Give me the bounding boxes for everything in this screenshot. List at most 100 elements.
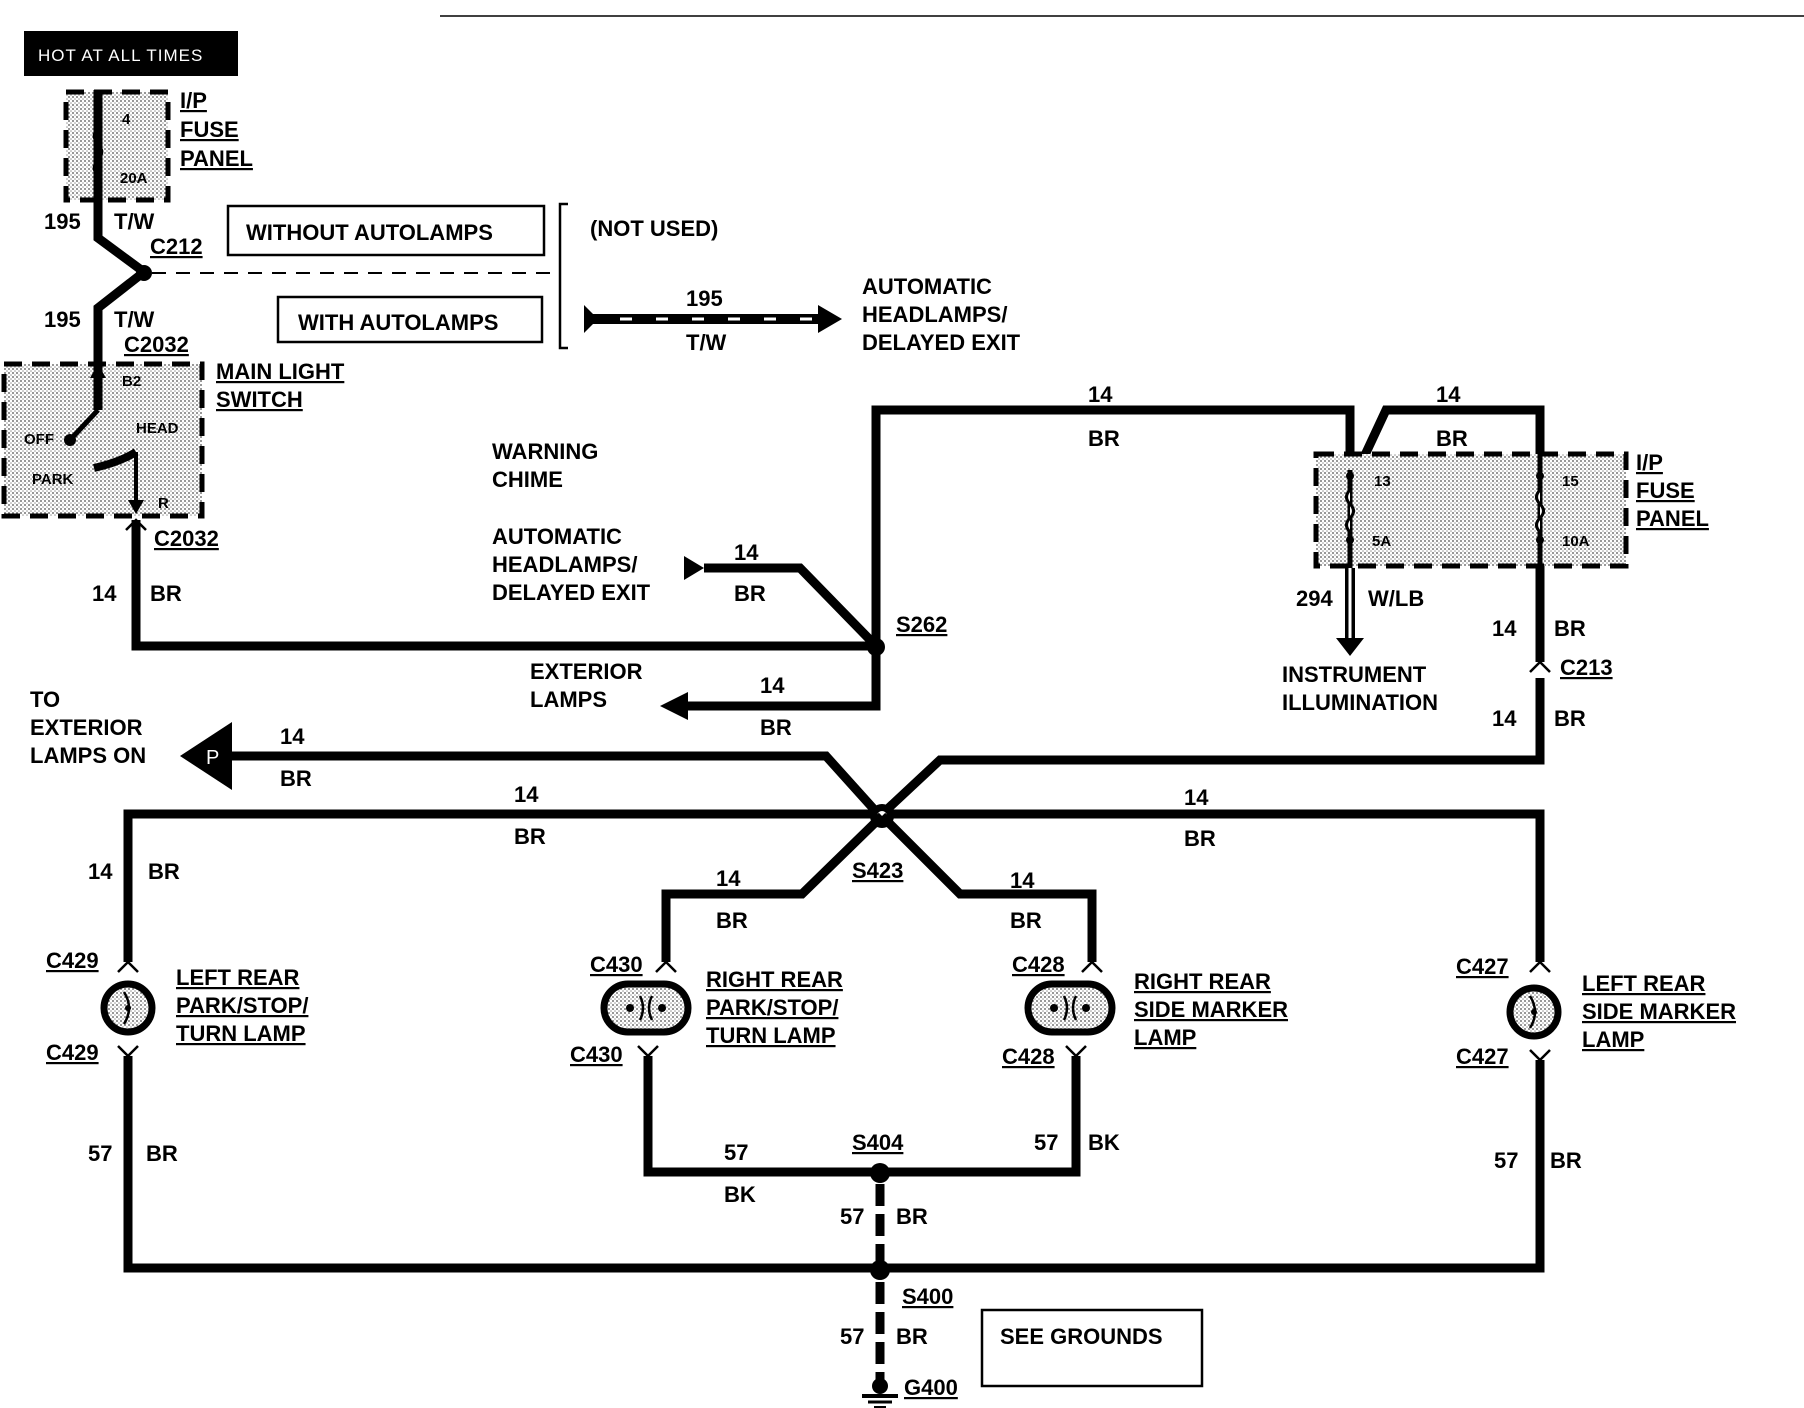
- svg-text:CHIME: CHIME: [492, 467, 563, 492]
- with-autolamps-box: WITH AUTOLAMPS: [276, 295, 544, 344]
- svg-text:294: 294: [1296, 586, 1333, 611]
- svg-text:FUSE: FUSE: [1636, 478, 1695, 503]
- svg-text:57: 57: [840, 1324, 864, 1349]
- svg-text:WITHOUT AUTOLAMPS: WITHOUT AUTOLAMPS: [246, 220, 493, 245]
- svg-text:T/W: T/W: [114, 209, 155, 234]
- svg-text:LAMPS: LAMPS: [530, 687, 607, 712]
- svg-text:BR: BR: [280, 766, 312, 791]
- svg-text:C427: C427: [1456, 1044, 1509, 1069]
- svg-text:C2032: C2032: [154, 526, 219, 551]
- svg-text:DELAYED EXIT: DELAYED EXIT: [862, 330, 1021, 355]
- svg-text:C428: C428: [1002, 1044, 1055, 1069]
- splice-s404: [870, 1163, 890, 1183]
- svg-text:TURN LAMP: TURN LAMP: [176, 1021, 306, 1046]
- svg-text:BR: BR: [150, 581, 182, 606]
- svg-text:BR: BR: [1436, 426, 1468, 451]
- svg-text:G400: G400: [904, 1375, 958, 1400]
- svg-text:T/W: T/W: [686, 330, 727, 355]
- main-light-switch: B2 OFF HEAD PARK R MAIN LIGHT SWITCH C20…: [1, 359, 345, 551]
- svg-text:LAMP: LAMP: [1582, 1027, 1644, 1052]
- svg-text:S404: S404: [852, 1130, 904, 1155]
- svg-text:14: 14: [88, 859, 113, 884]
- svg-text:HEADLAMPS/: HEADLAMPS/: [862, 302, 1007, 327]
- svg-text:HOT AT ALL TIMES: HOT AT ALL TIMES: [38, 46, 203, 65]
- svg-text:BR: BR: [716, 908, 748, 933]
- svg-text:ILLUMINATION: ILLUMINATION: [1282, 690, 1438, 715]
- svg-text:T/W: T/W: [114, 307, 155, 332]
- svg-text:14: 14: [1492, 616, 1517, 641]
- svg-text:C212: C212: [150, 234, 203, 259]
- svg-text:BR: BR: [896, 1324, 928, 1349]
- svg-text:OFF: OFF: [24, 431, 54, 448]
- svg-text:B2: B2: [122, 373, 141, 390]
- svg-text:I/P: I/P: [180, 88, 207, 113]
- right-rear-side-marker-lamp: C428 C428 RIGHT REAR SIDE MARKER LAMP: [1002, 952, 1288, 1069]
- svg-text:I/P: I/P: [1636, 450, 1663, 475]
- svg-text:57: 57: [1494, 1148, 1518, 1173]
- svg-text:TURN LAMP: TURN LAMP: [706, 1023, 836, 1048]
- svg-text:HEADLAMPS/: HEADLAMPS/: [492, 552, 637, 577]
- svg-text:S262: S262: [896, 612, 947, 637]
- svg-text:AUTOMATIC: AUTOMATIC: [492, 524, 622, 549]
- svg-text:PARK: PARK: [32, 471, 74, 488]
- svg-text:57: 57: [1034, 1130, 1058, 1155]
- svg-text:14: 14: [1184, 785, 1209, 810]
- svg-text:14: 14: [1088, 382, 1113, 407]
- svg-text:C430: C430: [570, 1042, 623, 1067]
- svg-text:C429: C429: [46, 1040, 99, 1065]
- svg-text:S423: S423: [852, 858, 903, 883]
- svg-text:PANEL: PANEL: [1636, 506, 1709, 531]
- svg-text:MAIN LIGHT: MAIN LIGHT: [216, 359, 345, 384]
- svg-text:C213: C213: [1560, 655, 1613, 680]
- svg-text:RIGHT REAR: RIGHT REAR: [1134, 969, 1271, 994]
- svg-text:WARNING: WARNING: [492, 439, 598, 464]
- svg-text:BR: BR: [1184, 826, 1216, 851]
- svg-text:LAMPS ON: LAMPS ON: [30, 743, 146, 768]
- svg-text:LAMP: LAMP: [1134, 1025, 1196, 1050]
- svg-text:LEFT REAR: LEFT REAR: [1582, 971, 1706, 996]
- svg-text:BR: BR: [1554, 616, 1586, 641]
- svg-text:BR: BR: [896, 1204, 928, 1229]
- svg-text:195: 195: [686, 286, 723, 311]
- svg-text:BK: BK: [1088, 1130, 1120, 1155]
- svg-text:57: 57: [840, 1204, 864, 1229]
- svg-text:14: 14: [92, 581, 117, 606]
- svg-text:20A: 20A: [120, 170, 148, 187]
- svg-text:R: R: [158, 495, 169, 512]
- svg-text:PANEL: PANEL: [180, 146, 253, 171]
- svg-text:EXTERIOR: EXTERIOR: [30, 715, 143, 740]
- svg-text:C429: C429: [46, 948, 99, 973]
- ground-g400-icon: [862, 1378, 898, 1408]
- svg-text:14: 14: [280, 724, 305, 749]
- svg-text:C427: C427: [1456, 954, 1509, 979]
- svg-text:14: 14: [734, 540, 759, 565]
- splice-s400: [870, 1260, 890, 1280]
- svg-text:14: 14: [514, 782, 539, 807]
- svg-text:FUSE: FUSE: [180, 117, 239, 142]
- svg-text:BR: BR: [1010, 908, 1042, 933]
- svg-text:W/LB: W/LB: [1368, 586, 1424, 611]
- svg-text:HEAD: HEAD: [136, 420, 179, 437]
- svg-text:SIDE MARKER: SIDE MARKER: [1582, 999, 1736, 1024]
- svg-text:SEE GROUNDS: SEE GROUNDS: [1000, 1324, 1163, 1349]
- autolamps-output-wire: 195 T/W: [584, 286, 842, 355]
- svg-text:195: 195: [44, 307, 81, 332]
- svg-text:15: 15: [1562, 473, 1579, 490]
- svg-text:10A: 10A: [1562, 533, 1590, 550]
- svg-text:RIGHT REAR: RIGHT REAR: [706, 967, 843, 992]
- svg-text:4: 4: [122, 111, 131, 128]
- svg-text:57: 57: [724, 1140, 748, 1165]
- svg-text:57: 57: [88, 1141, 112, 1166]
- svg-text:13: 13: [1374, 473, 1391, 490]
- svg-text:P: P: [206, 747, 219, 769]
- svg-text:WITH AUTOLAMPS: WITH AUTOLAMPS: [298, 310, 498, 335]
- svg-text:BK: BK: [724, 1182, 756, 1207]
- without-autolamps-box: WITHOUT AUTOLAMPS: [226, 204, 546, 257]
- svg-text:195: 195: [44, 209, 81, 234]
- svg-text:SIDE MARKER: SIDE MARKER: [1134, 997, 1288, 1022]
- svg-text:TO: TO: [30, 687, 60, 712]
- svg-text:14: 14: [1010, 868, 1035, 893]
- svg-text:BR: BR: [1088, 426, 1120, 451]
- hot-at-all-times-banner: HOT AT ALL TIMES: [24, 31, 238, 76]
- svg-text:5A: 5A: [1372, 533, 1391, 550]
